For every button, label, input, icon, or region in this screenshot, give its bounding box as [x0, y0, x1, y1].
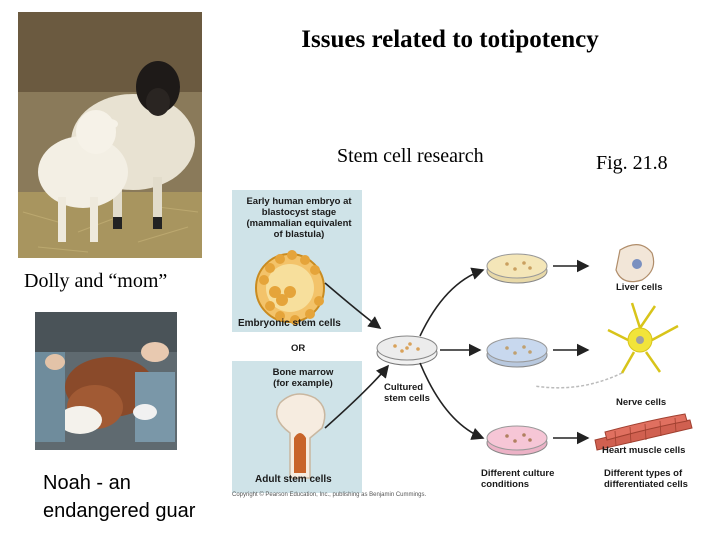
- embryo-heading-line-3: (mammalian equivalent: [246, 218, 352, 229]
- dolly-photo: [18, 12, 202, 258]
- culture-conditions-label: Different culture conditions: [481, 468, 554, 490]
- dolly-caption: Dolly and “mom”: [24, 270, 168, 292]
- stem-cell-figure: Early human embryo at blastocyst stage (…: [230, 188, 700, 500]
- types-label-line-1: Different types of: [604, 468, 683, 479]
- bone-heading-line-1: Bone marrow: [272, 367, 334, 378]
- copyright-notice: Copyright © Pearson Education, Inc., pub…: [232, 492, 427, 498]
- types-label-line-2: differentiated cells: [604, 479, 688, 490]
- embryo-heading: Early human embryo at blastocyst stage (…: [240, 196, 358, 240]
- cultured-stem-cells-label: Cultured stem cells: [384, 382, 430, 404]
- conditions-label-line-2: conditions: [481, 479, 530, 490]
- culture-dish-yellow: [486, 253, 548, 284]
- culture-dish-pink: [486, 425, 548, 456]
- bone-image: [275, 393, 326, 479]
- embryo-heading-line-1: Early human embryo at: [246, 196, 352, 207]
- nerve-cell-image: [534, 302, 679, 389]
- bone-marrow-heading: Bone marrow (for example): [258, 367, 348, 389]
- cultured-label-line-2: stem cells: [384, 393, 430, 404]
- blastocyst-image: [255, 250, 325, 325]
- liver-cells-label: Liver cells: [616, 282, 663, 293]
- noah-caption-line-2: endangered guar: [43, 500, 196, 522]
- conditions-label-line-1: Different culture: [481, 468, 555, 479]
- figure-reference: Fig. 21.8: [596, 152, 668, 174]
- heart-muscle-cells-label: Heart muscle cells: [602, 445, 686, 456]
- stem-cell-label: Stem cell research: [337, 145, 484, 167]
- noah-caption: Noah - an endangered guar: [43, 469, 195, 525]
- or-label: OR: [291, 343, 306, 354]
- cultured-stem-cells-dish: [376, 335, 438, 366]
- embryo-heading-line-4: of blastula): [273, 229, 325, 240]
- flow-arrows: [324, 259, 590, 445]
- adult-stem-cells-label: Adult stem cells: [255, 474, 332, 485]
- dolly-sheep-image: [18, 12, 202, 258]
- noah-caption-line-1: Noah - an: [43, 472, 131, 494]
- bone-heading-line-2: (for example): [273, 378, 333, 389]
- liver-cell-image: [615, 244, 655, 283]
- embryonic-stem-cells-label: Embryonic stem cells: [238, 318, 341, 329]
- slide-title: Issues related to totipotency: [301, 26, 599, 53]
- cultured-label-line-1: Cultured: [384, 382, 424, 393]
- stem-cell-diagram: [232, 190, 693, 493]
- nerve-cells-label: Nerve cells: [616, 397, 667, 408]
- culture-dish-blue: [486, 337, 548, 368]
- nerve-nucleus: [636, 336, 644, 344]
- heart-muscle-cells-image: [594, 413, 693, 451]
- embryo-heading-line-2: blastocyst stage: [261, 207, 337, 218]
- noah-guar-image: [35, 312, 177, 450]
- noah-photo: [35, 312, 177, 450]
- differentiated-types-label: Different types of differentiated cells: [604, 468, 688, 490]
